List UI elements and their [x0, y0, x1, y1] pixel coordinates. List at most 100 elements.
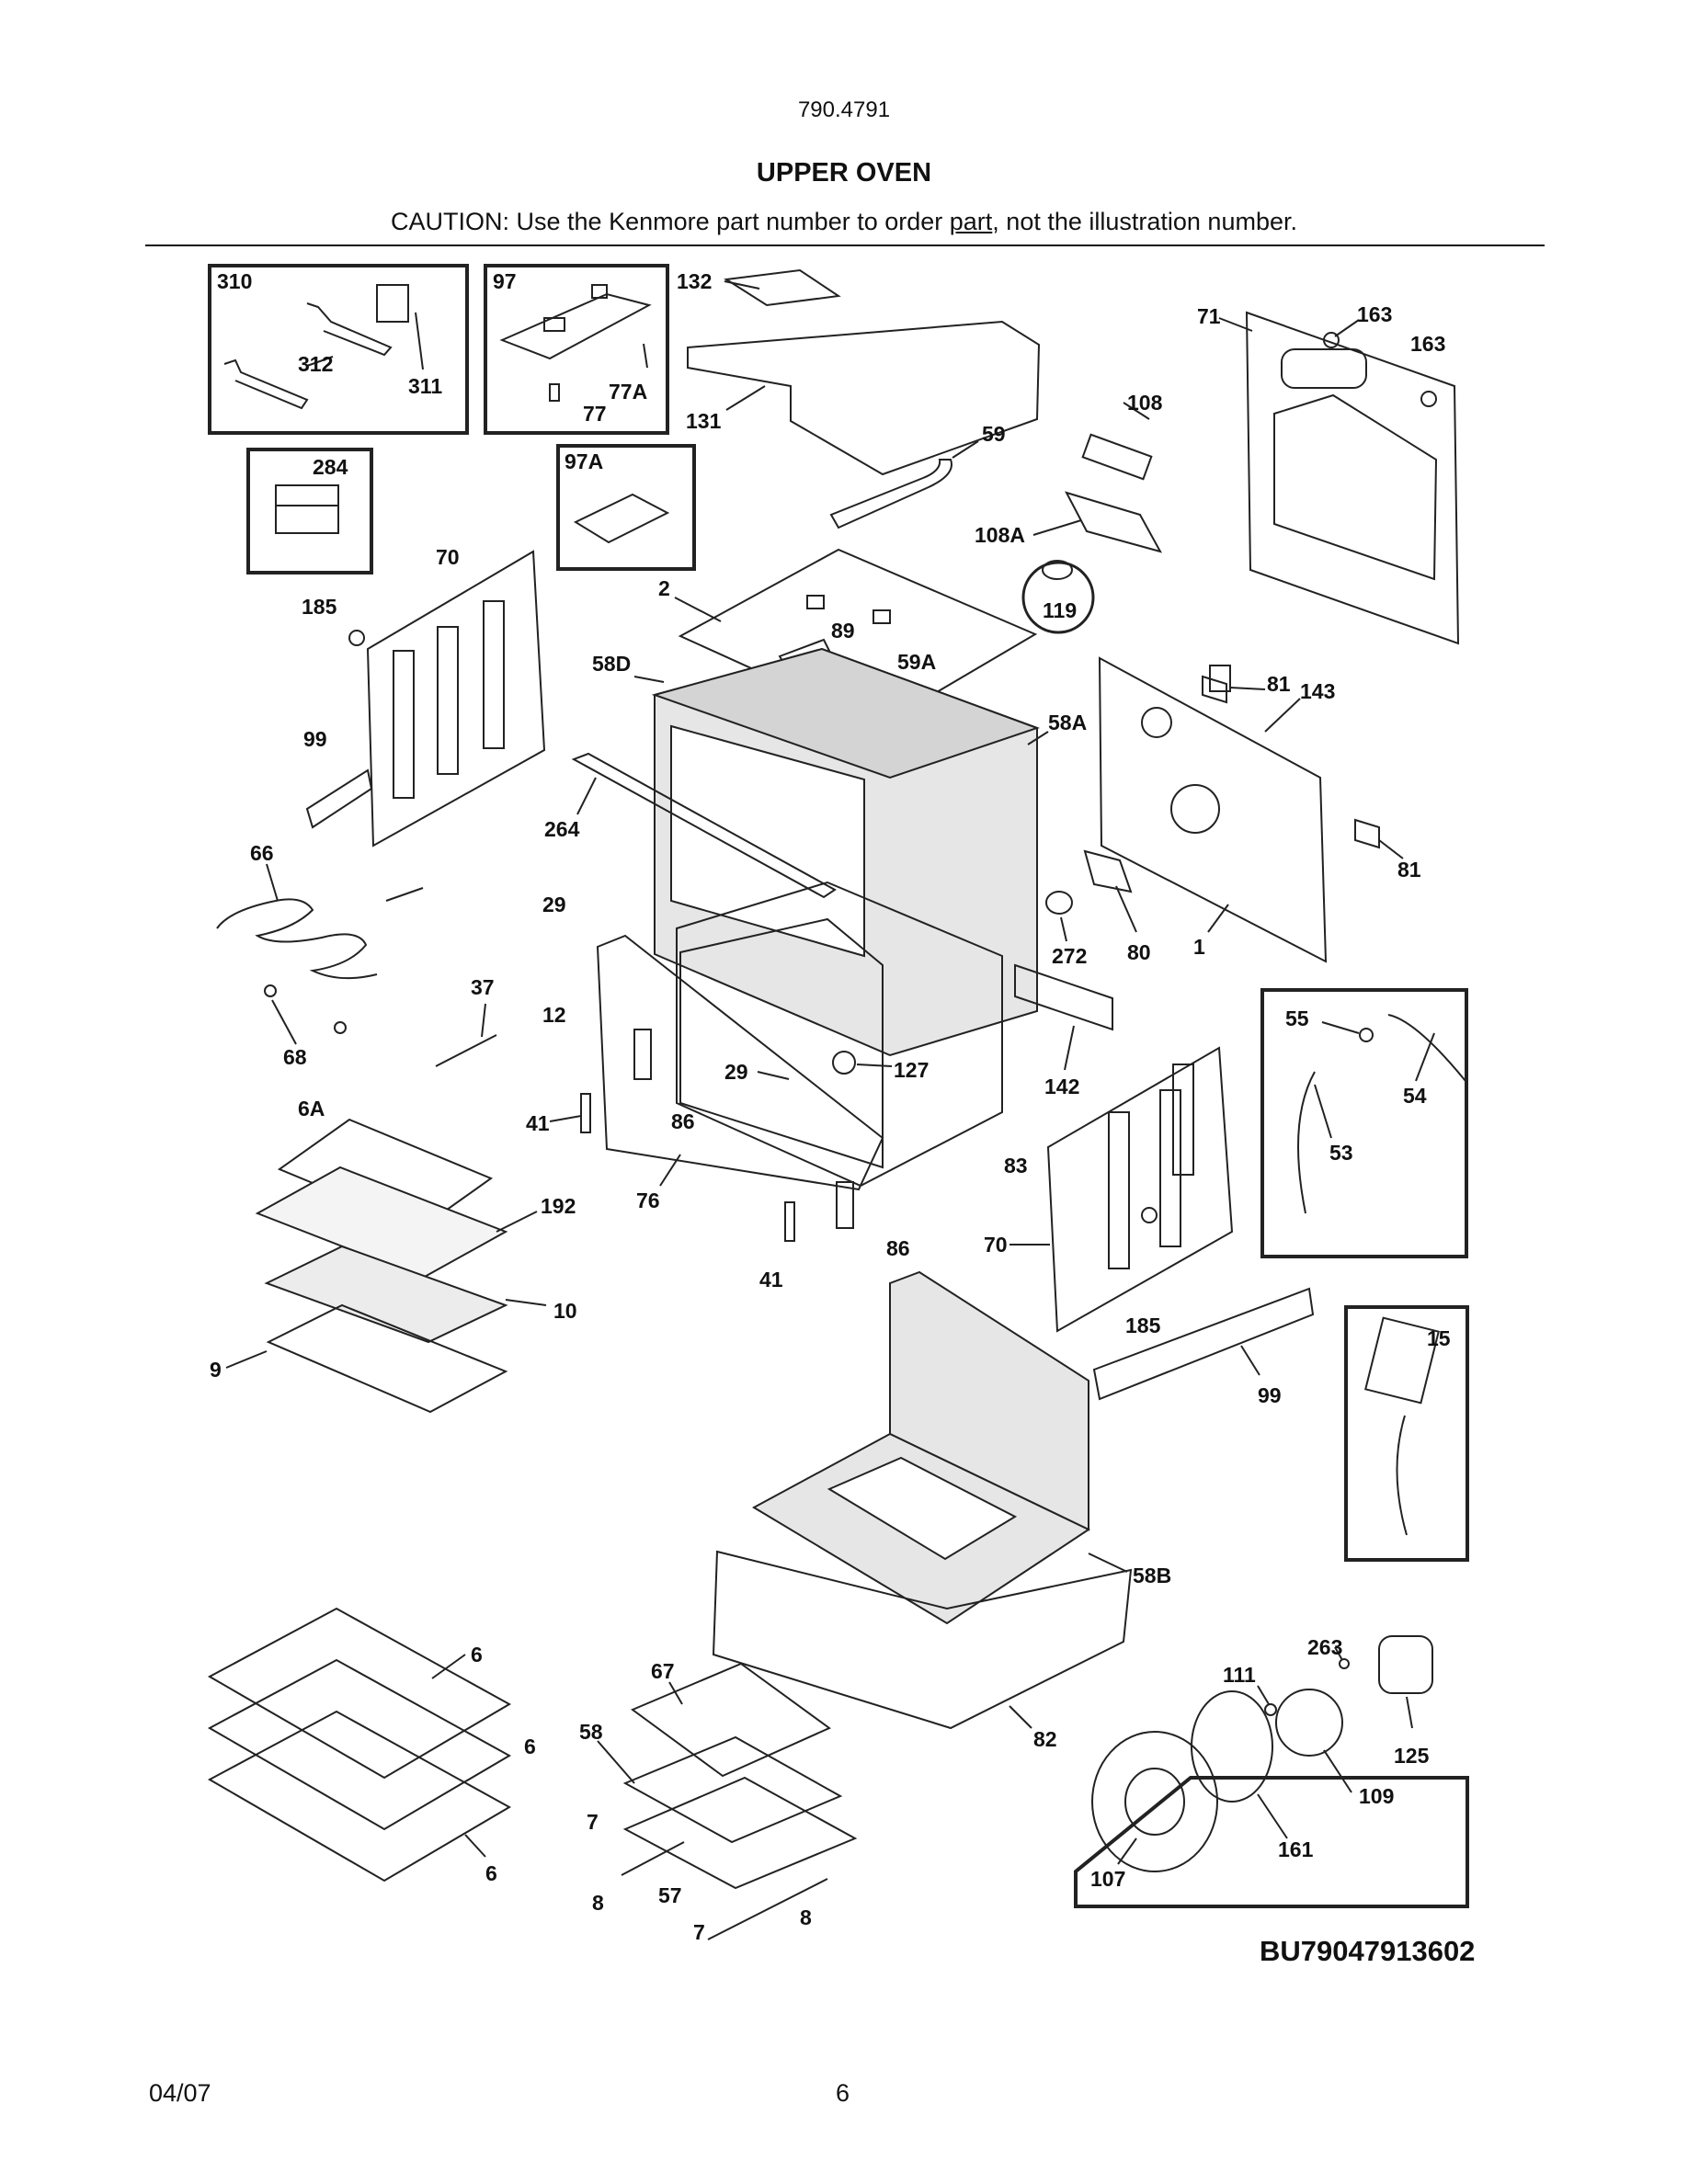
leader-111 [1257, 1685, 1270, 1705]
callout-68: 68 [283, 1045, 307, 1069]
leader-109 [1323, 1749, 1352, 1793]
caution-note: CAUTION: Use the Kenmore part number to … [0, 208, 1688, 236]
panel-70r-slot-a [1108, 1111, 1130, 1269]
callout-58D: 58D [592, 652, 631, 676]
leader-58A [1027, 731, 1049, 745]
leader-37 [481, 1003, 486, 1038]
callout-108: 108 [1127, 391, 1163, 415]
callout-185a: 185 [302, 595, 337, 619]
callout-97A: 97A [565, 449, 603, 473]
callout-82: 82 [1033, 1727, 1057, 1751]
callout-77A: 77A [609, 380, 647, 404]
leader-312 [306, 356, 334, 367]
leader-81b [1378, 839, 1404, 859]
panel-70r-slot-b [1159, 1089, 1181, 1247]
broil-pan-9 [266, 1303, 508, 1414]
callout-10: 10 [553, 1299, 577, 1323]
page-number: 6 [836, 2079, 850, 2107]
cover-132 [724, 268, 841, 307]
leader-131 [725, 385, 766, 411]
callout-86b: 86 [886, 1236, 910, 1260]
oven-frame-1 [1098, 656, 1328, 963]
callout-97: 97 [493, 269, 517, 293]
nut-185-b [1141, 1207, 1158, 1223]
leader-2 [674, 597, 722, 622]
callout-7a: 7 [587, 1810, 599, 1834]
hinge-41-top [580, 1093, 591, 1133]
callout-142: 142 [1044, 1075, 1079, 1098]
leader-71 [1218, 317, 1253, 332]
callout-6A: 6A [298, 1097, 325, 1120]
nut-55 [1359, 1028, 1374, 1042]
callout-272: 272 [1052, 944, 1087, 968]
insulation-58D-inner [670, 724, 865, 958]
callout-80: 80 [1127, 940, 1151, 964]
insulation-58D-top [651, 647, 1041, 779]
callout-163a: 163 [1357, 302, 1392, 326]
header-divider [145, 245, 1545, 246]
rack-6-top [207, 1607, 512, 1780]
leader-272 [1060, 916, 1067, 942]
leader-66 [266, 863, 279, 902]
clip-68-b [334, 1021, 347, 1034]
callout-163b: 163 [1410, 332, 1445, 356]
nut-185-a [348, 630, 365, 646]
cover-57 [622, 1776, 858, 1890]
callout-81b: 81 [1397, 858, 1421, 882]
leader-9 [225, 1350, 268, 1369]
callout-15: 15 [1427, 1326, 1451, 1350]
leader-67 [668, 1681, 683, 1705]
nut-111 [1264, 1703, 1277, 1716]
bracket-81-top [1202, 675, 1227, 704]
leader-68 [271, 999, 297, 1045]
callout-185b: 185 [1125, 1314, 1161, 1337]
leader-53 [1314, 1084, 1332, 1139]
callout-2: 2 [658, 576, 670, 600]
leader-41a [549, 1115, 582, 1122]
hinge-41-bottom [784, 1201, 795, 1242]
callout-125: 125 [1394, 1744, 1430, 1768]
rail-8-right [707, 1878, 828, 1940]
callout-86a: 86 [671, 1109, 695, 1133]
callout-6a: 6 [471, 1643, 483, 1666]
callout-9: 9 [210, 1358, 222, 1382]
callout-312: 312 [298, 352, 333, 376]
clip-68-a [264, 984, 277, 997]
bracket-311 [376, 284, 409, 323]
control-board-97 [499, 292, 652, 360]
callout-6c: 6 [485, 1861, 497, 1885]
leader-58 [597, 1740, 635, 1784]
leader-54 [1415, 1032, 1435, 1082]
connector-77 [549, 383, 560, 402]
callout-59: 59 [982, 422, 1006, 446]
callout-89: 89 [831, 619, 855, 643]
heating-element-161 [1191, 1690, 1273, 1803]
leader-59 [952, 440, 979, 459]
probe-77A [643, 343, 648, 369]
blower-motor-125 [1378, 1635, 1433, 1694]
control-board-97A [573, 493, 670, 544]
side-panel-70-left [366, 550, 546, 847]
timer-15-leads [1396, 1415, 1408, 1536]
caution-underlined-word: part [949, 208, 993, 235]
model-number: 790.4791 [797, 97, 891, 122]
sensor-127 [832, 1051, 856, 1075]
fan-blade-109 [1275, 1689, 1343, 1757]
callout-71: 71 [1197, 304, 1221, 328]
panel-71-opening [1281, 348, 1367, 389]
relay-97 [543, 317, 565, 332]
callout-132: 132 [677, 269, 712, 293]
leader-108 [1123, 402, 1150, 420]
leader-143 [1264, 698, 1301, 733]
callout-81a: 81 [1267, 672, 1291, 696]
door-frame-76 [596, 934, 884, 1191]
shield-58 [622, 1735, 843, 1844]
insulation-58B-opening [827, 1456, 1018, 1561]
nut-163-a [1323, 332, 1340, 348]
probe-54 [1387, 1014, 1466, 1082]
leader-127 [856, 1064, 893, 1067]
callout-284: 284 [313, 455, 348, 479]
leader-264 [576, 777, 597, 815]
panel-70r-slot-c [1172, 1064, 1194, 1176]
callout-57: 57 [658, 1883, 682, 1907]
